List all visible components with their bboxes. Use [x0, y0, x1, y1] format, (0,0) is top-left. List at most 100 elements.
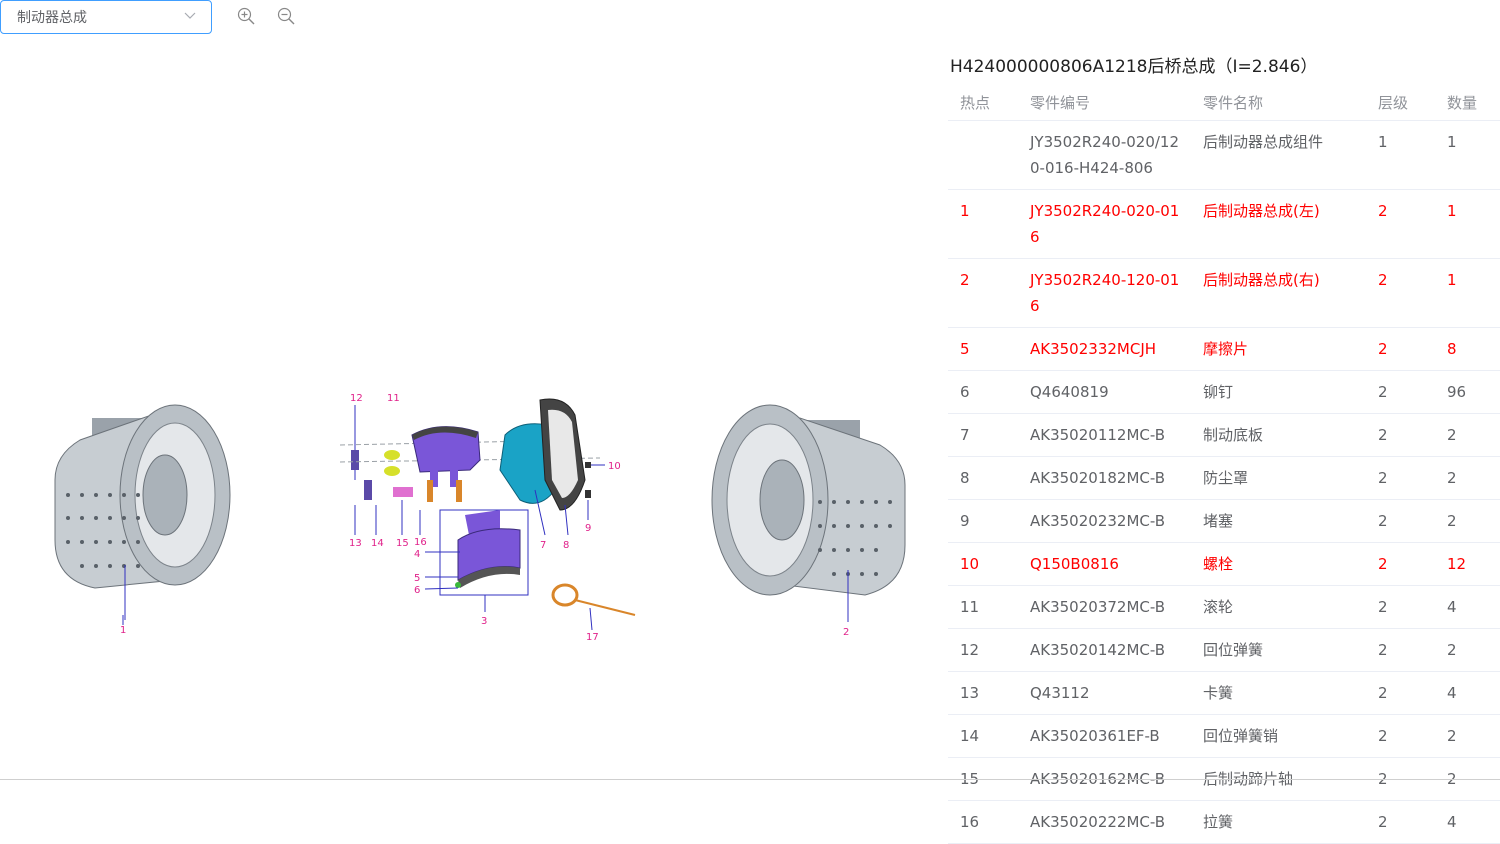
cell-hotspot: 6 — [948, 370, 1018, 414]
hotspot-label-12[interactable]: 12 — [350, 393, 363, 404]
hotspot-label-14[interactable]: 14 — [371, 538, 384, 549]
cell-qty: 1 — [1435, 189, 1500, 259]
cell-level: 2 — [1366, 542, 1435, 586]
cell-level: 2 — [1366, 800, 1435, 844]
cell-level: 1 — [1366, 120, 1435, 190]
cell-qty: 4 — [1435, 671, 1500, 715]
cell-hotspot: 9 — [948, 499, 1018, 543]
cell-hotspot: 2 — [948, 258, 1018, 328]
cell-hotspot: 12 — [948, 628, 1018, 672]
cell-hotspot: 11 — [948, 585, 1018, 629]
cell-name: 拉簧 — [1191, 800, 1366, 844]
hotspot-label-7[interactable]: 7 — [540, 540, 546, 551]
hotspot-label-15[interactable]: 15 — [396, 538, 409, 549]
exploded-parts-group — [122, 398, 636, 631]
cell-hotspot: 8 — [948, 456, 1018, 500]
cell-level: 2 — [1366, 671, 1435, 715]
hotspot-label-1[interactable]: 1 — [120, 625, 126, 636]
cell-name: 铆钉 — [1191, 370, 1366, 414]
cell-qty: 2 — [1435, 628, 1500, 672]
cell-part-no: JY3502R240-020/120-016-H424-806 — [1018, 120, 1191, 190]
cell-part-no: Q43112 — [1018, 671, 1191, 715]
cell-name: 堵塞 — [1191, 499, 1366, 543]
cell-name: 摩擦片 — [1191, 327, 1366, 371]
cell-part-no: AK35020112MC-B — [1018, 413, 1191, 457]
hotspot-label-4[interactable]: 4 — [414, 549, 420, 560]
cell-part-no: JY3502R240-120-016 — [1018, 258, 1191, 328]
cell-part-no: AK35020372MC-B — [1018, 585, 1191, 629]
hotspot-label-3[interactable]: 3 — [481, 616, 487, 627]
assembly-select[interactable]: 制动器总成 — [0, 0, 212, 34]
chevron-down-icon — [184, 12, 196, 19]
cell-name: 螺栓 — [1191, 542, 1366, 586]
cell-name: 后制动器总成组件 — [1191, 120, 1366, 190]
column-header-hotspot: 热点 — [948, 84, 1018, 121]
hotspot-label-6[interactable]: 6 — [414, 585, 420, 596]
hotspot-label-11[interactable]: 11 — [387, 393, 400, 404]
cell-hotspot: 10 — [948, 542, 1018, 586]
cell-level: 2 — [1366, 585, 1435, 629]
cell-hotspot: 16 — [948, 800, 1018, 844]
cell-name: 制动底板 — [1191, 413, 1366, 457]
cell-level: 2 — [1366, 189, 1435, 259]
cell-level: 2 — [1366, 327, 1435, 371]
cell-hotspot: 14 — [948, 714, 1018, 758]
parts-panel: H424000000806A1218后桥总成（I=2.846） 热点 零件编号 … — [948, 40, 1500, 844]
brake-assembly-right-image[interactable] — [711, 404, 906, 622]
hotspot-label-16[interactable]: 16 — [414, 537, 427, 548]
cell-qty: 4 — [1435, 800, 1500, 844]
brake-assembly-left-image[interactable] — [54, 404, 231, 620]
bottom-border — [0, 779, 1500, 780]
hotspot-label-13[interactable]: 13 — [349, 538, 362, 549]
cell-part-no: AK35020182MC-B — [1018, 456, 1191, 500]
cell-name: 后制动器总成(右) — [1191, 258, 1366, 328]
cell-hotspot: 5 — [948, 327, 1018, 371]
hotspot-label-2[interactable]: 2 — [843, 627, 849, 638]
assembly-select-value: 制动器总成 — [17, 10, 87, 26]
cell-qty: 8 — [1435, 327, 1500, 371]
cell-qty: 4 — [1435, 585, 1500, 629]
zoom-in-icon[interactable] — [236, 6, 256, 26]
cell-qty: 1 — [1435, 258, 1500, 328]
hotspot-label-8[interactable]: 8 — [563, 540, 569, 551]
hotspot-label-5[interactable]: 5 — [414, 573, 420, 584]
cell-level: 2 — [1366, 258, 1435, 328]
column-header-level: 层级 — [1366, 84, 1435, 121]
cell-hotspot: 7 — [948, 413, 1018, 457]
cell-qty: 1 — [1435, 120, 1500, 190]
parts-diagram[interactable]: 1 12 11 10 9 8 7 13 14 15 16 4 5 6 3 17 … — [0, 40, 930, 780]
column-header-qty: 数量 — [1435, 84, 1500, 121]
table-header-row: 热点 零件编号 零件名称 层级 数量 — [948, 84, 1500, 121]
cell-qty: 96 — [1435, 370, 1500, 414]
cell-part-no: AK35020142MC-B — [1018, 628, 1191, 672]
cell-hotspot — [948, 120, 1018, 190]
cell-qty: 12 — [1435, 542, 1500, 586]
cell-qty: 2 — [1435, 413, 1500, 457]
cell-name: 滚轮 — [1191, 585, 1366, 629]
parts-table: 热点 零件编号 零件名称 层级 数量 JY3502R240-020/120-01… — [948, 84, 1500, 844]
hotspot-label-9[interactable]: 9 — [585, 523, 591, 534]
cell-part-no: AK35020232MC-B — [1018, 499, 1191, 543]
cell-part-no: AK3502332MCJH — [1018, 327, 1191, 371]
cell-name: 卡簧 — [1191, 671, 1366, 715]
zoom-out-icon[interactable] — [276, 6, 296, 26]
cell-qty: 2 — [1435, 499, 1500, 543]
column-header-part-no: 零件编号 — [1018, 84, 1191, 121]
hotspot-label-17[interactable]: 17 — [586, 632, 599, 643]
cell-hotspot: 13 — [948, 671, 1018, 715]
hotspot-label-10[interactable]: 10 — [608, 461, 621, 472]
